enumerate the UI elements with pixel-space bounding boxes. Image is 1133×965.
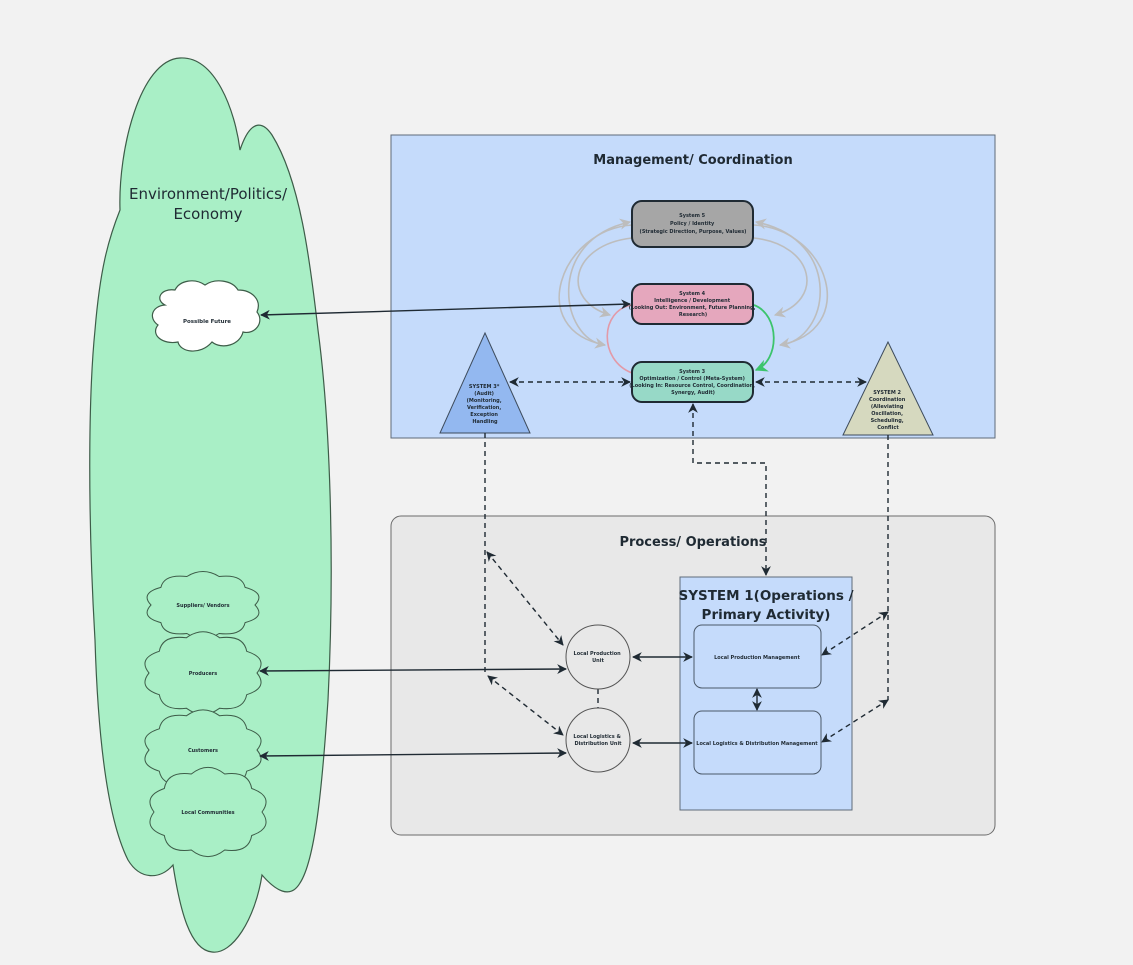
local-production-management[interactable]: Local Production Management (693, 624, 822, 689)
svg-text:Local Logistics & Distri: Local Logistics & Distribution Unit (573, 734, 622, 747)
system3star-node[interactable]: SYSTEM 3* (Audit) (Monitoring, Verificat… (439, 331, 531, 434)
possible-future-label: Possible Future (183, 319, 231, 325)
cloud-shape (149, 766, 267, 858)
local-communities-cloud[interactable]: Local Communities (149, 766, 267, 858)
svg-text:System 4 Intelligence /: System 4 Intelligence / Development (Loo… (629, 291, 757, 318)
svg-text:SYSTEM 3* (Audit): SYSTEM 3* (Audit) (Monitoring, Verificat… (467, 384, 504, 425)
local-production-unit[interactable]: Local Production Unit (565, 624, 631, 690)
cloud-shape (144, 631, 262, 715)
system2-node[interactable]: SYSTEM 2 Coordination (Alleviating Oscil… (842, 340, 934, 436)
local-logistics-unit-label: Local Logistics & (573, 734, 621, 740)
system3-node[interactable]: System 3 Optimization / Control (Meta-Sy… (629, 361, 756, 403)
system3star-label: SYSTEM 3* (469, 384, 500, 390)
environment-shape (89, 57, 332, 953)
system1-title: SYSTEM 1(Operations / (678, 588, 853, 604)
dashed-connectors (484, 377, 889, 743)
producers-cloud[interactable]: Producers (144, 631, 262, 715)
operations-title: Process/ Operations (619, 535, 766, 550)
environment-title: Environment/Politics/ (129, 185, 288, 203)
suppliers-vendors-cloud[interactable]: Suppliers/ Vendors (146, 571, 260, 639)
system1-title-line2: Primary Activity) (702, 607, 831, 623)
possible-future-cloud[interactable]: Possible Future (151, 280, 261, 352)
cloud-label: Suppliers/ Vendors (176, 603, 229, 609)
cloud-label: Local Communities (181, 810, 234, 816)
local-logistics-unit[interactable]: Local Logistics & Distribution Unit (565, 707, 631, 773)
system4-label: System 4 (679, 291, 706, 297)
svg-text:System 5 Policy / Identi: System 5 Policy / Identity (Strategic Di… (640, 213, 747, 235)
local-production-unit-label: Local Production (574, 651, 622, 657)
local-logistics-management[interactable]: Local Logistics & Distribution Managemen… (693, 710, 822, 775)
system5-node[interactable]: System 5 Policy / Identity (Strategic Di… (631, 200, 754, 248)
svg-text:System 3 Optimization /: System 3 Optimization / Control (Meta-Sy… (629, 369, 756, 396)
environment-title-line2: Economy (173, 205, 242, 223)
system4-node[interactable]: System 4 Intelligence / Development (Loo… (629, 283, 757, 325)
local-production-management-label: Local Production Management (714, 655, 800, 661)
local-logistics-management-label: Local Logistics & Distribution Managemen… (696, 741, 818, 747)
system2-label: SYSTEM 2 (873, 390, 901, 396)
system3-label: System 3 (679, 369, 706, 375)
svg-text:Local Production Unit: Local Production Unit (574, 651, 623, 664)
cloud-label: Customers (188, 748, 218, 754)
solid-connectors (259, 299, 762, 761)
green-loop-arrow (753, 304, 775, 372)
svg-text:SYSTEM 2 Coordination: SYSTEM 2 Coordination (Alleviating Oscil… (869, 390, 907, 431)
cloud-shape (146, 571, 260, 639)
management-title: Management/ Coordination (593, 153, 792, 168)
cloud-label: Producers (189, 671, 218, 677)
system5-label: System 5 (679, 213, 706, 219)
